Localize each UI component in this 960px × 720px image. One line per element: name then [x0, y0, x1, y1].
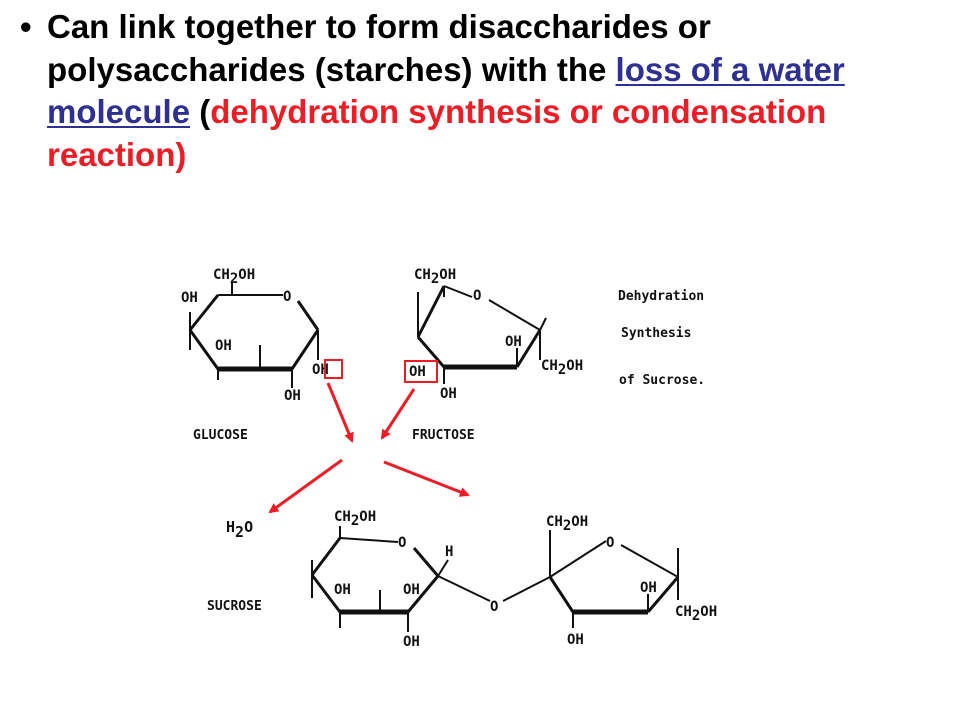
sucrose-fructose-ring-o: O [606, 535, 614, 551]
glucose-molecule [188, 282, 320, 388]
fructose-oh-reactive: OH [409, 364, 426, 380]
arrow-fructose-in [380, 388, 416, 440]
glucose-ring-o: O [283, 289, 291, 305]
arrow-glucose-in [326, 382, 354, 443]
glucose-oh-bottom: OH [284, 388, 301, 404]
fructose-label: FRUCTOSE [412, 428, 475, 443]
fructose-oh-bottom: OH [440, 386, 457, 402]
sucrose-glycosidic-o: O [490, 599, 498, 615]
glucose-oh-middle: OH [215, 338, 232, 354]
caption-line-2: Synthesis [621, 326, 691, 341]
bullet-point: • Can link together to form disaccharide… [20, 6, 920, 176]
sucrose-oh-fructose-bottom: OH [567, 632, 584, 648]
bullet-icon: • [20, 8, 32, 45]
fructose-oh-right: OH [505, 334, 522, 350]
reaction-name-text: dehydration synthesis or condensation re… [47, 93, 827, 173]
water-molecule: H2O [226, 518, 253, 541]
arrow-water-out [268, 458, 343, 514]
sucrose-label: SUCROSE [207, 599, 262, 614]
glucose-label: GLUCOSE [193, 428, 248, 443]
sucrose-ch2oh-fructose-top: CH2OH [546, 514, 588, 534]
sucrose-ch2oh-glucose: CH2OH [334, 509, 376, 529]
sucrose-oh-glucose-middle: OH [334, 582, 351, 598]
glucose-oh-highlight-box [324, 359, 343, 379]
sucrose-oh-fructose-right: OH [640, 580, 657, 596]
fructose-oh-highlight-box [404, 360, 438, 383]
fructose-ring-o: O [473, 288, 481, 304]
fructose-ch2oh-right: CH2OH [541, 358, 583, 378]
reaction-arrows [268, 382, 470, 514]
glucose-oh-reactive: OH [312, 362, 329, 378]
fructose-ch2oh-top: CH2OH [414, 267, 456, 287]
arrow-sucrose-out [383, 460, 470, 497]
sucrose-h-atom: H [445, 544, 453, 560]
sucrose-molecule [310, 526, 680, 632]
sucrose-glucose-ring-o: O [398, 535, 406, 551]
bullet-text-part1: Can link together to form disaccharides … [47, 8, 711, 88]
caption-line-1: Dehydration [618, 289, 704, 304]
water-loss-link[interactable]: loss of a water molecule [47, 50, 845, 131]
glucose-oh-left: OH [181, 290, 198, 306]
bullet-text-part2: ( [190, 93, 211, 130]
bullet-text: Can link together to form disaccharides … [47, 6, 920, 176]
caption-line-3: of Sucrose. [619, 373, 705, 388]
glucose-ch2oh-label: CH2OH [213, 267, 255, 287]
fructose-molecule [416, 285, 547, 384]
sucrose-oh-glucose-right: OH [403, 582, 420, 598]
sucrose-oh-glucose-bottom: OH [403, 634, 420, 650]
sucrose-ch2oh-fructose-right: CH2OH [675, 604, 717, 624]
